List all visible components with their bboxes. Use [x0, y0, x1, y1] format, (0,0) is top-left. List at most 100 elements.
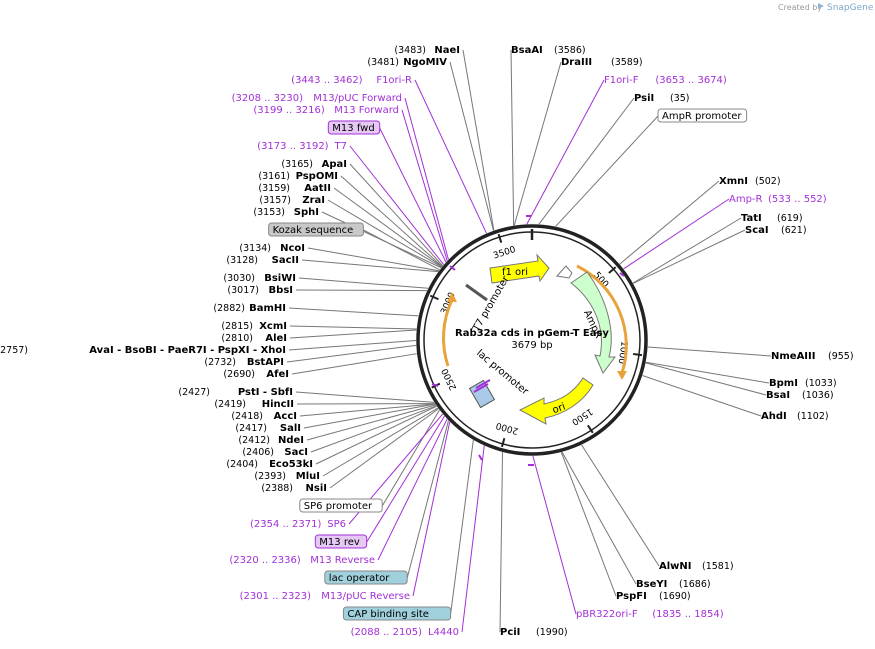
- leader-bstapi: [286, 344, 417, 363]
- label-l4440[interactable]: L4440(2088 .. 2105): [351, 627, 459, 638]
- label-sp6[interactable]: SP6(2354 .. 2371): [250, 519, 346, 530]
- label-ahdi[interactable]: AhdI(1102): [761, 411, 829, 422]
- label-name: BsaAI: [511, 45, 543, 56]
- label-afei[interactable]: AfeI(2690): [223, 369, 289, 380]
- label-naei[interactable]: NaeI(3483): [394, 45, 460, 56]
- label-f1ori-r[interactable]: F1ori-R(3443 .. 3462): [291, 75, 412, 86]
- label-m13-reverse[interactable]: M13 Reverse(2320 .. 2336): [229, 555, 375, 566]
- label-position: (2393): [254, 471, 286, 482]
- label-draiii[interactable]: DraIII(3589): [561, 57, 643, 68]
- label-lac-operator[interactable]: lac operator: [324, 570, 408, 585]
- label-f1ori-f[interactable]: F1ori-F(3653 .. 3674): [604, 75, 727, 86]
- label-apai[interactable]: ApaI(3165): [281, 159, 347, 170]
- label-bsiwi[interactable]: BsiWI(3030): [223, 273, 296, 284]
- label-bseyi[interactable]: BseYI(1686): [636, 579, 711, 590]
- feature-ampr-promoter[interactable]: [556, 265, 573, 279]
- feature-lac-promoter[interactable]: lac promoter: [468, 348, 531, 409]
- label-pspomi[interactable]: PspOMI(3161): [258, 171, 338, 182]
- label-position: (502): [755, 176, 781, 187]
- ring-tick-3500: [497, 233, 503, 244]
- ring-tick-label-1500: 1500: [569, 406, 594, 427]
- label-sphi[interactable]: SphI(3153): [253, 207, 319, 218]
- label-name: T7: [334, 141, 347, 152]
- label-bbsi[interactable]: BbsI(3017): [227, 285, 293, 296]
- label-position: (35): [670, 93, 690, 104]
- label-xmni[interactable]: XmnI(502): [719, 176, 781, 187]
- leader-draiii: [513, 61, 562, 226]
- label-cap-binding-site[interactable]: CAP binding site: [342, 606, 452, 621]
- label-name: ApaI: [322, 159, 347, 170]
- label-position: (3653 .. 3674): [655, 75, 727, 86]
- label-pspfi[interactable]: PspFI(1690): [616, 591, 691, 602]
- label-zrai[interactable]: ZraI(3157): [259, 195, 325, 206]
- label-ampr-promoter[interactable]: AmpR promoter: [657, 108, 748, 123]
- label-acci[interactable]: AccI(2418): [231, 411, 297, 422]
- label-tati[interactable]: TatI(619): [741, 213, 803, 224]
- label-m13-forward[interactable]: M13 Forward(3199 .. 3216): [253, 105, 399, 116]
- label-kozak-sequence[interactable]: Kozak sequence: [268, 222, 364, 237]
- label-eco53ki[interactable]: Eco53kI(2404): [226, 459, 313, 470]
- label-nmeaiii[interactable]: NmeAIII(955): [771, 351, 854, 362]
- label-box: [657, 108, 748, 123]
- label-name: pBR322ori-F: [576, 609, 638, 620]
- leader-pspomi: [340, 175, 443, 267]
- leader-bbsi: [295, 289, 428, 292]
- leader-bseyi: [561, 451, 637, 585]
- label-position: (2757): [0, 345, 28, 356]
- label-name: AvaI - BsoBI - PaeR7I - PspXI - XhoI: [89, 345, 286, 356]
- label-pbr322ori-f[interactable]: pBR322ori-F(1835 .. 1854): [576, 609, 724, 620]
- label-m13-puc-forward[interactable]: M13/pUC Forward(3208 .. 3230): [232, 93, 402, 104]
- ring-tick-label-2000: 2000: [495, 420, 520, 436]
- ring-tick-3000: [429, 294, 439, 301]
- leader-sp6-promoter: [381, 409, 440, 507]
- label-sali[interactable]: SalI(2417): [235, 423, 301, 434]
- label-name: CAP binding site: [347, 609, 429, 620]
- label-bstapi[interactable]: BstAPI(2732): [204, 357, 284, 368]
- label-saci[interactable]: SacI(2406): [242, 447, 308, 458]
- primer-mark-ampr: [619, 272, 625, 277]
- label-xcmi[interactable]: XcmI(2815): [221, 321, 287, 332]
- leader-pbr322ori-f: [532, 455, 577, 615]
- label-bsai[interactable]: BsaI(1036): [766, 390, 834, 401]
- label-avai-bsobi-paer7i-pspxi-xhoi[interactable]: AvaI - BsoBI - PaeR7I - PspXI - XhoI (275…: [0, 345, 286, 356]
- label-scai[interactable]: ScaI(621): [745, 225, 807, 236]
- label-name: L4440: [428, 627, 459, 638]
- label-position: (3017): [227, 285, 259, 296]
- label-position: (2815): [221, 321, 253, 332]
- primer-mark-sp6: [431, 383, 439, 387]
- label-t7[interactable]: T7(3173 .. 3192): [257, 141, 347, 152]
- leader-naei: [462, 49, 495, 231]
- label-ngomiv[interactable]: NgoMIV(3481): [367, 57, 447, 68]
- label-aatii[interactable]: AatII(3159): [258, 183, 331, 194]
- label-alwni[interactable]: AlwNI(1581): [659, 561, 734, 572]
- leader-xcmi: [289, 325, 417, 330]
- label-bsaai[interactable]: BsaAI(3586): [511, 45, 586, 56]
- label-hincii[interactable]: HincII(2419): [214, 399, 294, 410]
- label-name: MluI: [296, 471, 320, 482]
- label-psti-sbfi[interactable]: PstI - SbfI(2427): [178, 387, 293, 398]
- label-amp-r[interactable]: Amp-R(533 .. 552): [729, 194, 827, 205]
- label-bamhi[interactable]: BamHI(2882): [213, 303, 286, 314]
- label-sacii[interactable]: SacII(3128): [226, 255, 299, 266]
- label-name: PsiI: [634, 93, 654, 104]
- cds-arc-left: [441, 299, 454, 367]
- label-pcii[interactable]: PciI(1990): [500, 627, 568, 638]
- label-bpmi[interactable]: BpmI(1033): [769, 378, 837, 389]
- label-name: SphI: [294, 207, 319, 218]
- label-alei[interactable]: AleI(2810): [221, 333, 287, 344]
- feature-ori[interactable]: [518, 377, 594, 425]
- feature-t7-promoter[interactable]: T7 promoter: [465, 273, 512, 334]
- label-sp6-promoter[interactable]: SP6 promoter: [299, 498, 383, 513]
- label-mlui[interactable]: MluI (2393): [254, 471, 320, 482]
- label-m13-fwd[interactable]: M13 fwd: [327, 120, 381, 135]
- feature-f1-ori[interactable]: [489, 253, 550, 284]
- label-m13-rev[interactable]: M13 rev: [314, 534, 368, 549]
- label-m13-puc-reverse[interactable]: M13/pUC Reverse(2301 .. 2323): [240, 591, 410, 602]
- leader-lines: [286, 49, 772, 633]
- label-ndei[interactable]: NdeI(2412): [238, 435, 304, 446]
- label-position: (621): [781, 225, 807, 236]
- label-nsii[interactable]: NsiI(2388): [261, 483, 327, 494]
- label-psii[interactable]: PsiI (35): [634, 93, 690, 104]
- label-ncoi[interactable]: NcoI(3134): [239, 243, 305, 254]
- feature-ampr[interactable]: [570, 271, 616, 374]
